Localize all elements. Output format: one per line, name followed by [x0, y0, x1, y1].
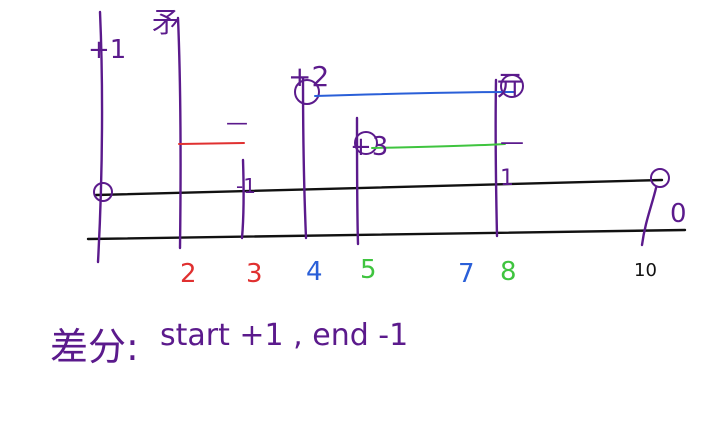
blue-interval: [314, 91, 515, 97]
note-text: start +1 , end -1: [160, 318, 408, 353]
circle-start-1: [93, 182, 113, 202]
circle-plus-2: [294, 79, 320, 105]
axis-label-4: 4: [306, 257, 323, 287]
marker-plus-three: +3: [350, 132, 388, 162]
lower-timeline: [86, 228, 687, 241]
marker-right-mid: —: [500, 128, 524, 156]
circle-plus-3: [354, 131, 378, 155]
marker-end-zero: 0: [670, 199, 687, 229]
circle-end: [650, 168, 670, 188]
circle-right-top: [500, 74, 524, 98]
note-prefix: 差分:: [50, 325, 139, 369]
marker-plus-two: +2: [288, 60, 329, 93]
axis-label-3: 3: [246, 259, 263, 289]
axis-label-2: 2: [180, 259, 197, 289]
purple-vertical-lines: [96, 10, 658, 264]
axis-label-5: 5: [360, 255, 377, 285]
marker-minus-one: -1: [236, 174, 256, 198]
marker-plus-one: +1: [88, 35, 126, 65]
marker-top-left-2: 矛: [152, 6, 180, 39]
red-interval: [178, 142, 245, 145]
axis-label-10: 10: [634, 260, 657, 281]
axis-label-7: 7: [458, 259, 475, 289]
axis-label-8: 8: [500, 257, 517, 287]
marker-right-top: 亓: [496, 69, 524, 102]
marker-minus-red: —: [226, 111, 248, 136]
green-interval: [371, 143, 506, 149]
marker-mid-one: 1: [500, 166, 514, 191]
